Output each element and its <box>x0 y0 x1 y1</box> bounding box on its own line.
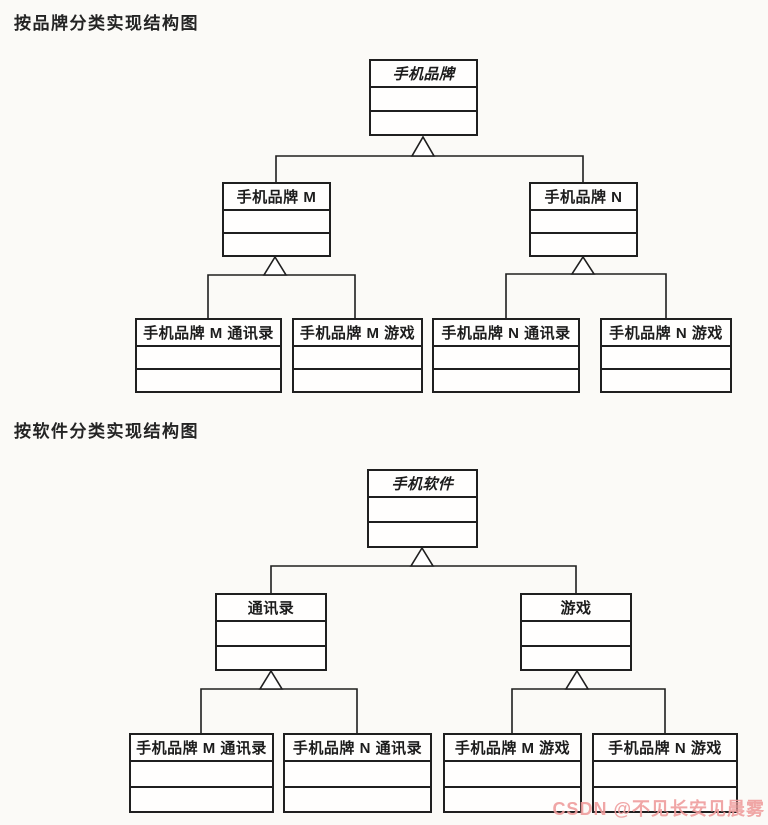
class-name-label: 手机品牌 N 游戏 <box>594 735 736 762</box>
operations-compartment <box>602 368 730 391</box>
class-box-brand-n-contacts-software: 手机品牌 N 通讯录 <box>283 733 432 813</box>
attributes-compartment <box>369 498 476 521</box>
operations-compartment <box>531 232 636 255</box>
class-name-label: 手机品牌 M 游戏 <box>445 735 580 762</box>
class-name-label: 手机品牌 N 游戏 <box>602 320 730 347</box>
attributes-compartment <box>217 622 325 645</box>
operations-compartment <box>224 232 329 255</box>
class-box-contacts: 通讯录 <box>215 593 327 671</box>
generalization-triangle-icon <box>570 255 596 275</box>
section-title-software-classification: 按软件分类实现结构图 <box>14 422 199 441</box>
class-name-label: 通讯录 <box>217 595 325 622</box>
class-name-label: 手机品牌 N <box>531 184 636 211</box>
generalization-triangle-icon <box>564 669 590 690</box>
operations-compartment <box>137 368 280 391</box>
generalization-triangle-icon <box>258 669 284 690</box>
inheritance-link-brand-n <box>505 255 667 318</box>
class-name-label: 游戏 <box>522 595 630 622</box>
attributes-compartment <box>285 762 430 786</box>
class-box-game: 游戏 <box>520 593 632 671</box>
generalization-triangle-icon <box>262 255 288 276</box>
class-box-phone-brand-m-game: 手机品牌 M 游戏 <box>292 318 423 393</box>
class-name-label: 手机品牌 M 通讯录 <box>131 735 272 762</box>
class-name-label: 手机软件 <box>369 471 476 498</box>
operations-compartment <box>217 644 325 670</box>
section-title-brand-classification: 按品牌分类实现结构图 <box>14 14 199 33</box>
generalization-triangle-icon <box>409 546 435 567</box>
inheritance-link-brand-m <box>207 255 356 318</box>
class-name-label: 手机品牌 <box>371 61 476 88</box>
class-box-phone-brand-m-contacts: 手机品牌 M 通讯录 <box>135 318 282 393</box>
class-box-brand-m-contacts-software: 手机品牌 M 通讯录 <box>129 733 274 813</box>
inheritance-link-software-root <box>270 546 577 593</box>
operations-compartment <box>594 785 736 812</box>
class-name-label: 手机品牌 M 游戏 <box>294 320 421 347</box>
generalization-triangle-icon <box>410 135 436 157</box>
class-name-label: 手机品牌 M <box>224 184 329 211</box>
operations-compartment <box>131 785 272 812</box>
inheritance-link-brand-root <box>275 135 584 182</box>
operations-compartment <box>285 785 430 812</box>
watermark-csdn: CSDN @不见长安见晨雾 <box>552 799 765 819</box>
attributes-compartment <box>445 762 580 786</box>
class-box-phone-brand: 手机品牌 <box>369 59 478 136</box>
attributes-compartment <box>294 347 421 368</box>
class-box-phone-brand-n: 手机品牌 N <box>529 182 638 257</box>
class-box-phone-brand-n-contacts: 手机品牌 N 通讯录 <box>432 318 580 393</box>
operations-compartment <box>369 521 476 546</box>
class-name-label: 手机品牌 M 通讯录 <box>137 320 280 347</box>
attributes-compartment <box>602 347 730 368</box>
operations-compartment <box>434 368 578 391</box>
attributes-compartment <box>531 211 636 232</box>
attributes-compartment <box>434 347 578 368</box>
attributes-compartment <box>131 762 272 786</box>
class-name-label: 手机品牌 N 通讯录 <box>434 320 578 347</box>
class-box-phone-brand-m: 手机品牌 M <box>222 182 331 257</box>
inheritance-link-game <box>511 669 666 733</box>
attributes-compartment <box>224 211 329 232</box>
class-name-label: 手机品牌 N 通讯录 <box>285 735 430 762</box>
operations-compartment <box>522 644 630 670</box>
operations-compartment <box>371 110 476 134</box>
class-box-phone-brand-n-game: 手机品牌 N 游戏 <box>600 318 732 393</box>
operations-compartment <box>294 368 421 391</box>
operations-compartment <box>445 785 580 812</box>
attributes-compartment <box>371 88 476 110</box>
class-box-phone-software: 手机软件 <box>367 469 478 548</box>
attributes-compartment <box>594 762 736 786</box>
inheritance-link-contacts <box>200 669 358 733</box>
attributes-compartment <box>137 347 280 368</box>
attributes-compartment <box>522 622 630 645</box>
class-box-brand-m-game-software: 手机品牌 M 游戏 <box>443 733 582 813</box>
class-box-brand-n-game-software: 手机品牌 N 游戏 <box>592 733 738 813</box>
